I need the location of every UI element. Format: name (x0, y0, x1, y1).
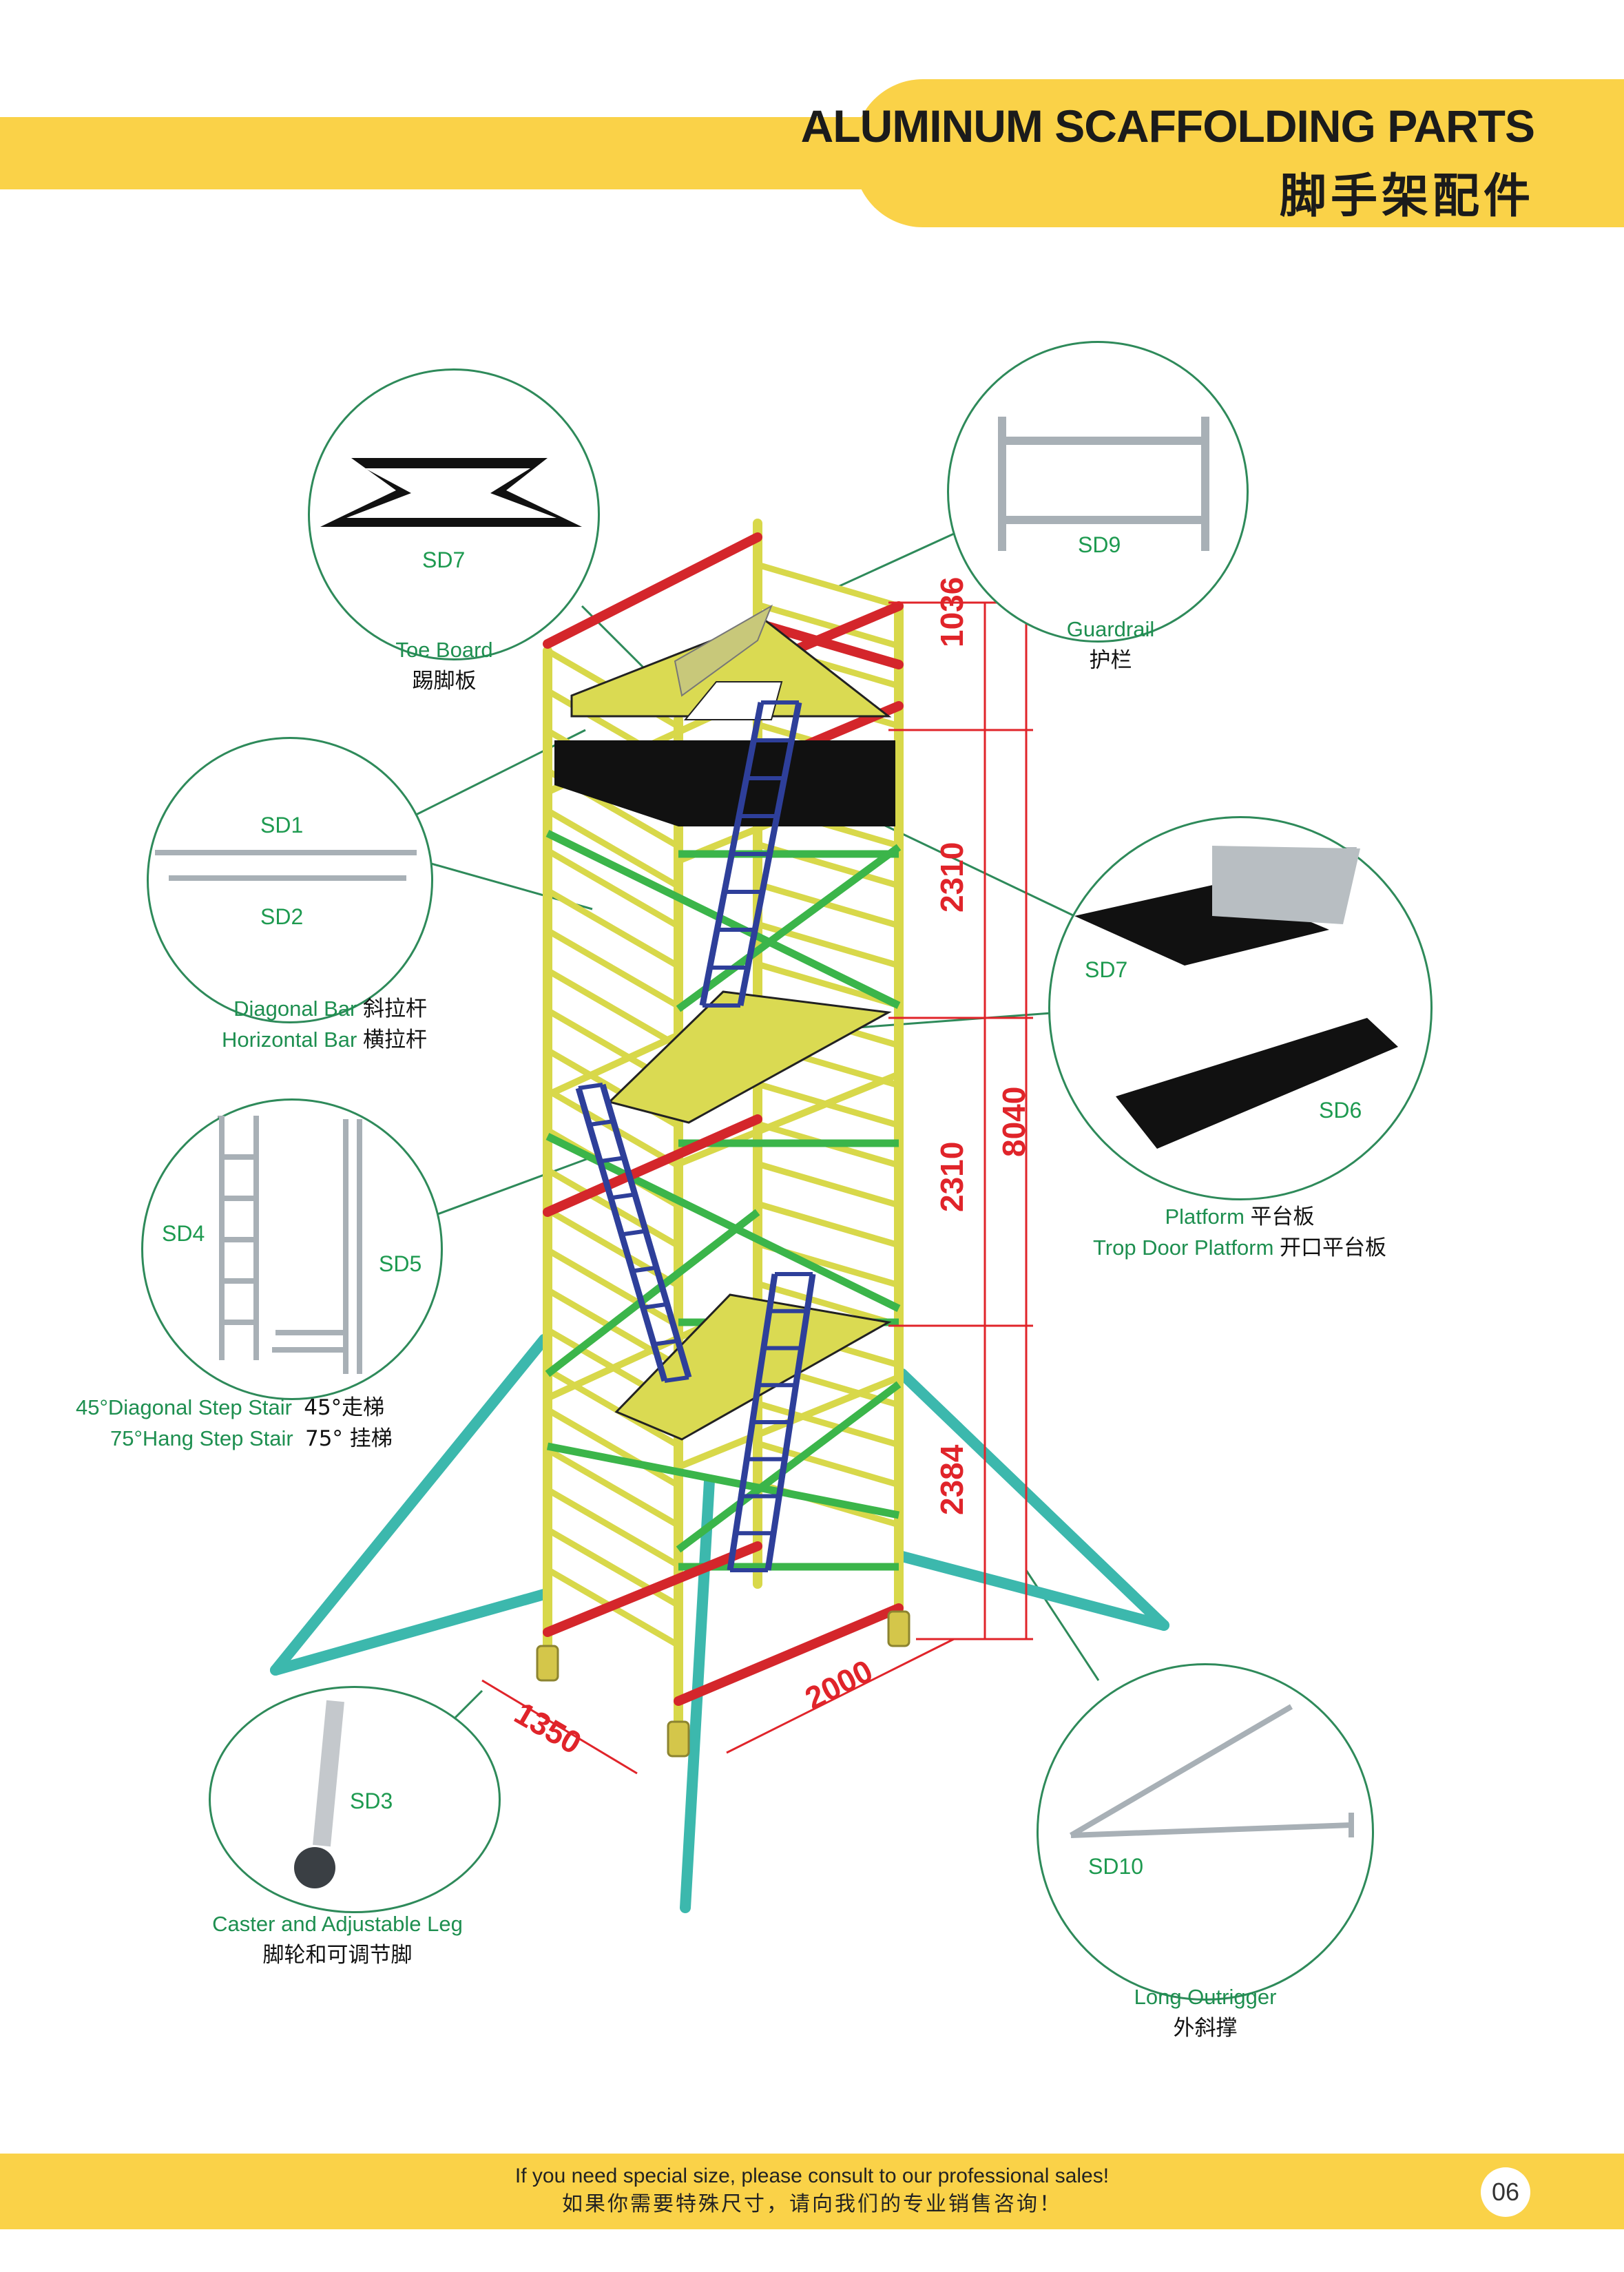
title-chinese: 脚手架配件 (1279, 169, 1534, 224)
frame-rung (545, 928, 680, 1009)
page-title: ALUMINUM SCAFFOLDING PARTS 脚手架配件 (800, 100, 1535, 226)
stair-step (610, 1192, 636, 1200)
stair-step (632, 1265, 657, 1273)
toe-board-name-en: Toe Board (395, 638, 493, 662)
outrigger-code: SD10 (1088, 1854, 1144, 1879)
outrigger-name-cn: 外斜撑 (1173, 2015, 1238, 2041)
guardrail-image (998, 417, 1209, 551)
frame-rung (545, 1247, 680, 1328)
diagonal-bar-code: SD1 (260, 813, 304, 837)
platform-name-cn: 平台板 (1250, 1205, 1315, 1229)
title-english: ALUMINUM SCAFFOLDING PARTS (800, 101, 1535, 152)
guardrail-name-cn: 护栏 (1089, 647, 1132, 673)
frame-rung (545, 848, 680, 929)
horizontal-bar-name-cn: 横拉杆 (363, 1027, 427, 1052)
footer-note: If you need special size, please consult… (0, 2162, 1624, 2218)
frame-rung (545, 1407, 680, 1488)
frame-rung (756, 961, 900, 1009)
header-tab (854, 79, 1624, 227)
stair-step (664, 1375, 689, 1383)
frame-rung (756, 561, 900, 609)
frame-rung (545, 808, 680, 889)
diagonal-stair-name-en: 45°Diagonal Step Stair (76, 1395, 292, 1419)
stairs-label: 45°Diagonal Step Stair 45°走梯 75°Hang Ste… (76, 1393, 461, 1455)
dimension-guard-height: 1036 (934, 576, 970, 647)
frame-rung (545, 1487, 680, 1568)
toe-board-image (320, 458, 582, 527)
stair-step (578, 1083, 603, 1090)
platforms-image (1074, 846, 1398, 1149)
frame-rung (545, 1447, 680, 1528)
hang-stair-name-cn: 75° 挂梯 (304, 1426, 393, 1451)
caster-code: SD3 (350, 1789, 393, 1813)
diagonal-stair-name-cn: 45°走梯 (304, 1395, 385, 1420)
frame-rung (756, 1440, 900, 1488)
platform-code: SD6 (1319, 1098, 1362, 1123)
guardrail-circle (947, 341, 1249, 643)
dimension-lines (481, 601, 1033, 1775)
outriggers (270, 1334, 1169, 1913)
trapdoor-name-cn: 开口平台板 (1280, 1235, 1387, 1260)
frame-rung (756, 1200, 900, 1249)
platform-name-en: Platform (1165, 1205, 1245, 1229)
stair-step (589, 1119, 614, 1127)
frame-rung (545, 888, 680, 969)
guardrail-code: SD9 (1078, 532, 1121, 557)
bars-image (155, 850, 417, 881)
toe-board-name-cn: 踢脚板 (412, 668, 477, 694)
dimension-total-height: 8040 (996, 1086, 1032, 1157)
platforms (607, 990, 892, 1441)
stairs-image (219, 1116, 362, 1374)
toe-board-label: Toe Board 踢脚板 (358, 635, 530, 697)
frame-rung (756, 881, 900, 929)
dimension-level-lower: 2384 (934, 1444, 970, 1515)
frame-rung (756, 601, 900, 649)
guardrail-label: Guardrail 护栏 (1047, 614, 1174, 676)
guardrail-name-en: Guardrail (1066, 617, 1155, 641)
page-number: 06 (1481, 2167, 1530, 2217)
dimension-level-upper: 2310 (934, 842, 970, 913)
frame-rung (756, 1400, 900, 1448)
frame-rung (545, 1367, 680, 1448)
diagonal-stair-code: SD4 (162, 1221, 205, 1246)
top-platform (554, 604, 895, 826)
bars-label: Diagonal Bar 斜拉杆 Horizontal Bar 横拉杆 (138, 994, 427, 1056)
stair-steps (578, 700, 813, 1572)
horizontal-bar-name-en: Horizontal Bar (221, 1027, 357, 1052)
diagonal-braces (545, 830, 902, 1571)
hang-stair-code: SD5 (379, 1251, 422, 1276)
outrigger-image (1069, 1704, 1354, 1838)
platforms-label: Platform 平台板 Trop Door Platform 开口平台板 (1054, 1202, 1426, 1264)
frame-rung (545, 968, 680, 1049)
caster-name-cn: 脚轮和可调节脚 (262, 1942, 413, 1968)
trapdoor-name-en: Trop Door Platform (1092, 1235, 1274, 1260)
dimension-level-middle: 2310 (934, 1141, 970, 1212)
caster-name-en: Caster and Adjustable Leg (212, 1912, 463, 1936)
horizontal-bar-code: SD2 (260, 904, 304, 929)
stair-step (599, 1156, 625, 1164)
footer-note-cn: 如果你需要特殊尺寸，请向我们的专业销售咨询！ (562, 2191, 1062, 2216)
hang-stair-name-en: 75°Hang Step Stair (110, 1426, 293, 1450)
trapdoor-platform-code: SD7 (1085, 957, 1128, 982)
caster-image (294, 1700, 344, 1888)
toe-board-code: SD7 (422, 548, 466, 572)
caster-label: Caster and Adjustable Leg 脚轮和可调节脚 (193, 1909, 482, 1971)
stair-step (653, 1338, 678, 1346)
outrigger-label: Long Outrigger 外斜撑 (1102, 1982, 1309, 2044)
footer-note-en: If you need special size, please consult… (514, 2165, 1110, 2187)
frame-rung (756, 1280, 900, 1328)
stair-step (621, 1229, 646, 1237)
caster-circle (209, 1686, 501, 1913)
diagonal-bar-name-cn: 斜拉杆 (363, 997, 427, 1021)
casters (536, 1610, 910, 1758)
stair-step (643, 1302, 668, 1310)
diagonal-bar-name-en: Diagonal Bar (233, 997, 357, 1021)
footer-band (0, 2154, 1624, 2229)
frame-rung (756, 1160, 900, 1209)
frame-ledger (677, 1071, 900, 1167)
outrigger-name-en: Long Outrigger (1134, 1985, 1277, 2009)
